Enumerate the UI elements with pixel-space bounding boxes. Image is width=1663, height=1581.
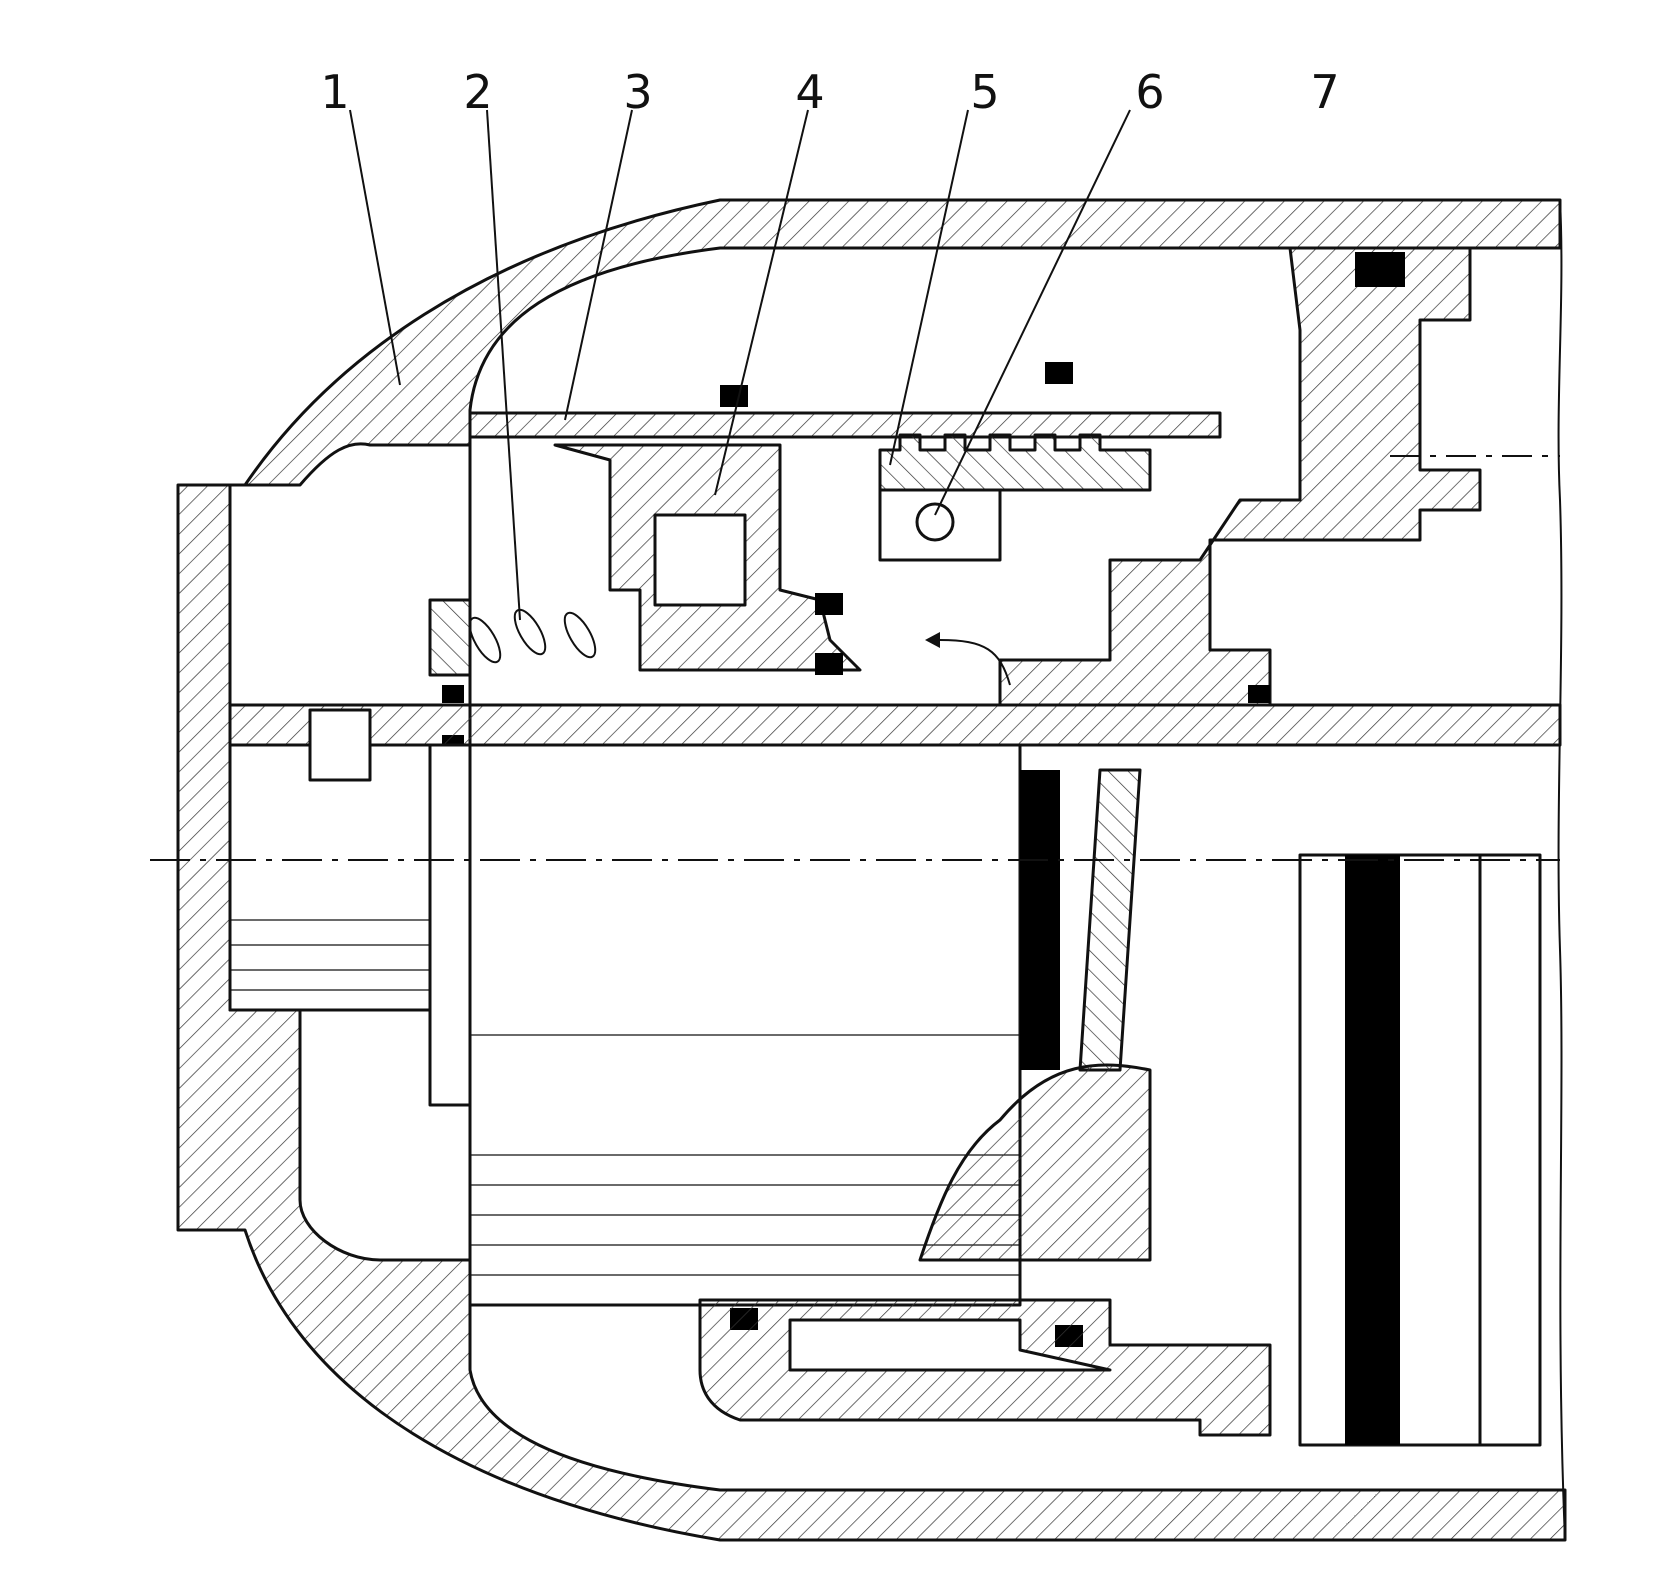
callout-label-6: 6 <box>1135 65 1164 119</box>
rotor-body <box>468 743 1022 1307</box>
left-washer <box>428 743 472 1107</box>
gear-rack <box>878 433 1152 492</box>
drum-band <box>1345 855 1400 1445</box>
shaft-bolt <box>308 708 372 782</box>
main-shaft <box>228 703 1562 747</box>
break-line <box>1557 199 1566 1541</box>
right-cover <box>998 246 1482 707</box>
springs <box>468 608 597 664</box>
callout-label-7: 7 <box>1310 65 1339 119</box>
flow-arrow <box>939 639 1011 686</box>
right-end-cap <box>1478 853 1542 1447</box>
hub-lines <box>230 919 440 991</box>
flow-arrowhead <box>925 632 940 648</box>
helical-spline <box>918 768 1152 1262</box>
leader-lines <box>349 109 1131 621</box>
callout-label-5: 5 <box>970 65 999 119</box>
spring-flange <box>428 598 472 677</box>
bearing-housing <box>878 488 1002 562</box>
rotor-lines <box>470 1034 1020 1276</box>
sleeve-top <box>468 411 1222 439</box>
bearing-ball <box>915 502 955 542</box>
callout-label-4: 4 <box>795 65 824 119</box>
lower-cavity <box>788 1318 1112 1372</box>
piston-pocket <box>653 513 747 607</box>
callout-label-1: 1 <box>320 65 349 119</box>
callout-label-3: 3 <box>623 65 652 119</box>
callout-label-2: 2 <box>463 65 492 119</box>
